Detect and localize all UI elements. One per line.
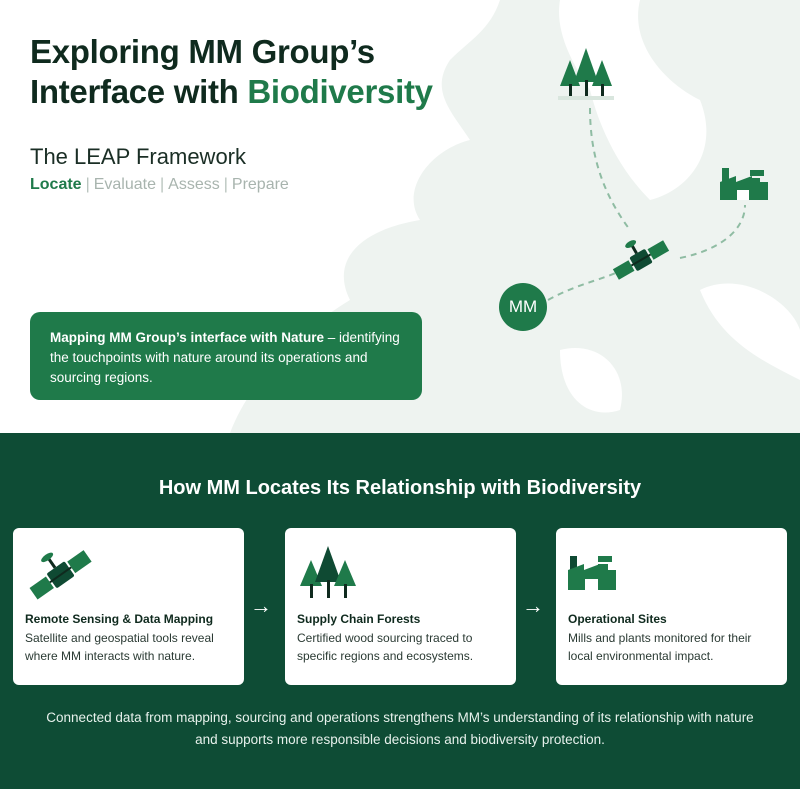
intro-callout: Mapping MM Group’s interface with Nature… xyxy=(30,312,422,400)
leap-step-evaluate: Evaluate xyxy=(93,176,156,193)
map-forest-icon xyxy=(558,48,614,100)
satellite-icon xyxy=(29,550,92,600)
callout-bold: Mapping MM Group’s interface with Nature xyxy=(50,330,325,345)
map-factory-icon xyxy=(720,168,768,200)
page-title: Exploring MM Group’s Interface with Biod… xyxy=(30,32,433,112)
hero-section: MM Exploring MM Group’s Interface with B… xyxy=(30,0,800,433)
section-footer: Connected data from mapping, sourcing an… xyxy=(46,710,754,747)
mm-location-badge: MM xyxy=(499,283,547,331)
map-satellite-icon xyxy=(612,240,670,280)
callout-text: – identifying the touchpoints with natur… xyxy=(50,330,400,385)
factory-icon xyxy=(568,556,616,590)
card-title: Supply Chain Forests xyxy=(297,612,421,626)
arrow-icon: → xyxy=(522,593,544,618)
card-supply-chain: Supply Chain Forests Certified wood sour… xyxy=(285,528,516,685)
leap-step-locate: Locate xyxy=(30,176,82,193)
card-title: Remote Sensing & Data Mapping xyxy=(25,612,214,626)
card-text: Mills and plants monitored for their loc… xyxy=(568,631,752,663)
locate-section: How MM Locates Its Relationship with Bio… xyxy=(0,433,800,789)
arrow-icon: → xyxy=(250,593,272,618)
title-accent-word: Biodiversity xyxy=(247,73,433,110)
leap-step-prepare: Prepare xyxy=(231,176,289,193)
card-title: Operational Sites xyxy=(568,612,667,626)
framework-subtitle: The LEAP Framework xyxy=(30,144,247,169)
title-line-1: Exploring MM Group’s xyxy=(30,33,375,70)
card-text: Certified wood sourcing traced to specif… xyxy=(297,631,474,663)
card-operational-sites: Operational Sites Mills and plants monit… xyxy=(556,528,787,685)
card-remote-sensing: Remote Sensing & Data Mapping Satellite … xyxy=(13,528,244,685)
forest-icon xyxy=(300,546,356,598)
title-line-2-prefix: Interface with xyxy=(30,73,239,110)
leap-steps: Locate|Evaluate|Assess|Prepare xyxy=(30,176,289,193)
leap-step-assess: Assess xyxy=(168,176,220,193)
card-text: Satellite and geospatial tools reveal wh… xyxy=(25,631,214,663)
section-title: How MM Locates Its Relationship with Bio… xyxy=(158,477,642,499)
